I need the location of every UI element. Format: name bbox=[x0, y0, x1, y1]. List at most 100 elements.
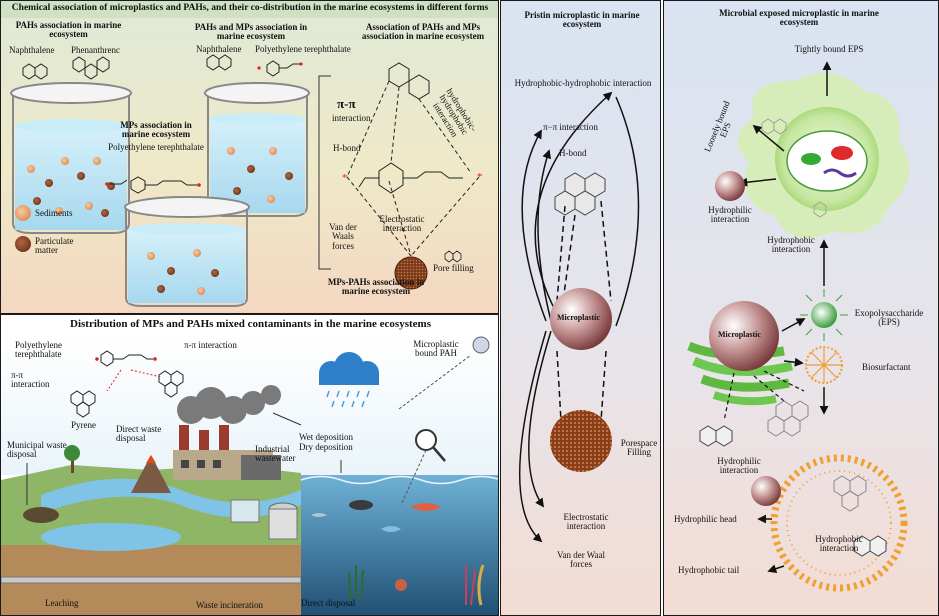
tank bbox=[230, 499, 260, 523]
hbond-label: H-bond bbox=[333, 143, 361, 153]
porespace-particle bbox=[550, 410, 612, 472]
assoc-title: Association of PAHs and MPs association … bbox=[361, 22, 485, 42]
hydrophobic-tail-label: Hydrophobic tail bbox=[678, 565, 740, 575]
pyrene-structure bbox=[70, 390, 96, 418]
particulate-legend-ball bbox=[15, 236, 31, 252]
vdw-label-3: Van der Waal forces bbox=[556, 550, 606, 570]
naphthalene-label-2: Naphthalene bbox=[196, 44, 242, 54]
industrial-label: Industrial wastewater bbox=[255, 444, 296, 464]
beaker-pahs bbox=[10, 82, 132, 234]
eps-ball bbox=[811, 302, 837, 328]
title-bar bbox=[1, 1, 498, 18]
factory bbox=[173, 425, 281, 480]
naphthalene-label: Naphthalene bbox=[9, 45, 55, 55]
hydrophobic-label-5: Hydrophobic interaction bbox=[815, 534, 863, 554]
naphthalene-structure-2 bbox=[206, 54, 232, 71]
beaker1-title: PAHs association in marine ecosystem bbox=[15, 20, 122, 40]
municipal-label: Municipal waste disposal bbox=[7, 440, 67, 460]
pyrene-structure-2 bbox=[158, 370, 184, 398]
fish bbox=[411, 503, 441, 511]
biosurfactant-label: Biosurfactant bbox=[862, 362, 911, 372]
porous-particle bbox=[394, 256, 428, 290]
incineration-label: Waste incineration bbox=[196, 600, 263, 610]
panel4-title: Microbial exposed microplastic in marine… bbox=[719, 8, 879, 28]
pet-label-1: Polyethylene terephthalate bbox=[255, 44, 351, 54]
large-micelle bbox=[770, 454, 908, 592]
pipi-interaction-left: π-π interaction bbox=[11, 370, 50, 390]
biosurfactant-micelle bbox=[806, 347, 842, 383]
mps-pahs-label: MPs-PAHs association in marine ecosystem bbox=[327, 277, 425, 297]
leaching-label: Leaching bbox=[45, 598, 79, 608]
phenanthrene-label: Phenanthrenc bbox=[71, 45, 120, 55]
wet-deposition-label: Wet deposition bbox=[299, 432, 354, 442]
small-microplastic-2 bbox=[751, 476, 781, 506]
microplastic-label-3: Microplastic bbox=[557, 313, 600, 322]
hbond-label-3: H-bond bbox=[559, 148, 587, 158]
hydrophilic-label-2: Hydrophilic interaction bbox=[717, 456, 761, 476]
pet-chain-structure bbox=[105, 176, 201, 194]
pore-filling-label: Pore filling bbox=[433, 263, 474, 273]
eps-spikes bbox=[800, 289, 848, 341]
beaker3-title: MPs association in marine ecosystem bbox=[120, 120, 192, 140]
direct-disposal-label: Direct disposal bbox=[301, 598, 356, 608]
red-star-1: * bbox=[342, 172, 348, 184]
pyrene-structure-3 bbox=[554, 172, 606, 216]
panel2-drawing bbox=[1, 335, 498, 615]
pipi-label-3: π−π interaction bbox=[543, 122, 598, 132]
smoke bbox=[177, 385, 281, 424]
beaker2-title: PAHs and MPs association in marine ecosy… bbox=[194, 22, 308, 42]
pyrene-label: Pyrene bbox=[71, 420, 96, 430]
microplastic-sphere-2 bbox=[709, 301, 779, 371]
pipi-symbol: π-π bbox=[337, 96, 356, 111]
panel-chemical-association: * * Chemical association of microplastic… bbox=[0, 0, 499, 314]
hydrophobic-label-3: Hydrophobic-hydrophobic interaction bbox=[514, 78, 652, 88]
panel1-drawing: * * bbox=[1, 1, 498, 307]
pipi-interaction-top: π-π interaction bbox=[184, 340, 237, 350]
microplastic-label-4: Microplastic bbox=[718, 330, 761, 339]
microplastic-sphere bbox=[550, 288, 612, 350]
volcano bbox=[131, 455, 171, 493]
tree bbox=[64, 445, 80, 461]
bacterial-cell bbox=[786, 130, 868, 192]
hydrophobic-label-4: Hydrophobic interaction bbox=[767, 235, 815, 255]
pet-structure-2 bbox=[95, 350, 157, 367]
beaker-mps bbox=[124, 196, 250, 307]
naphthalene-structure-4 bbox=[699, 425, 733, 447]
electrostatic-label: Electrostatic interaction bbox=[379, 214, 425, 234]
panel2-title: Distribution of MPs and PAHs mixed conta… bbox=[70, 318, 431, 330]
panel4-drawing bbox=[687, 61, 910, 592]
organelle-1 bbox=[801, 153, 821, 165]
hydrophilic-label-1: Hydrophilic interaction bbox=[708, 205, 752, 225]
eps-label: Exopolysaccharide (EPS) bbox=[854, 308, 924, 328]
panel3-drawing bbox=[519, 91, 640, 543]
dry-deposition-label: Dry deposition bbox=[299, 442, 353, 452]
particulate-label: Particulate matter bbox=[35, 236, 74, 256]
panel-microbial-microplastic: Microbial exposed microplastic in marine… bbox=[663, 0, 939, 616]
pet-structure bbox=[257, 60, 303, 77]
pipe bbox=[1, 576, 302, 584]
mussel bbox=[349, 500, 373, 510]
panel1-title: Chemical association of microplastics an… bbox=[11, 3, 489, 13]
microplastic-pah-label: Microplastic bound PAH bbox=[413, 339, 459, 359]
sea bbox=[301, 475, 498, 615]
lake bbox=[41, 523, 181, 551]
vdw-label: Van der Waals forces bbox=[329, 222, 357, 251]
electrostatic-label-3: Electrostatic interaction bbox=[563, 512, 609, 532]
sediment-legend-ball bbox=[15, 205, 31, 221]
sediments-label: Sediments bbox=[35, 208, 73, 218]
octopus bbox=[395, 579, 407, 591]
porespace-label: Porespace Filling bbox=[620, 438, 658, 458]
direct-waste-label: Direct waste disposal bbox=[116, 424, 162, 444]
pet-label-2: Polyethylene terephthalate bbox=[108, 142, 204, 152]
small-microplastic-1 bbox=[715, 171, 745, 201]
rain-cloud bbox=[319, 352, 379, 408]
phenanthrene-structure bbox=[72, 56, 110, 80]
tightly-bound-label: Tightly bound EPS bbox=[794, 44, 864, 54]
panel3-title: Pristin microplastic in marine ecosystem bbox=[524, 10, 640, 30]
pet-label-3: Polyethylene terephthalate bbox=[15, 340, 62, 360]
panel-distribution: Distribution of MPs and PAHs mixed conta… bbox=[0, 314, 499, 616]
microplastic-pah-icon bbox=[472, 336, 490, 354]
panel-pristine-microplastic: Pristin microplastic in marine ecosystem… bbox=[500, 0, 661, 616]
naphthalene-structure bbox=[22, 63, 48, 80]
organelle-2 bbox=[831, 146, 853, 160]
